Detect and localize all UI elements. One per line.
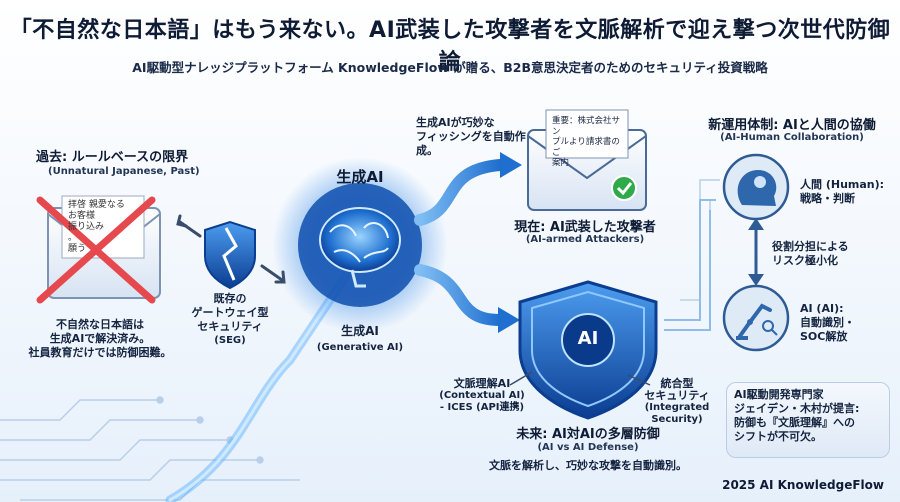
red-cross-icon — [36, 196, 156, 304]
attacker-mail-line: プルより請求書のご — [552, 137, 620, 158]
expert-line: シフトが不可欠。 — [734, 430, 822, 443]
ai-label-line: 自動識別・ — [800, 316, 855, 329]
past-title: 過去: ルールベースの限界 — [36, 150, 189, 165]
vertical-arrow-icon — [748, 218, 764, 286]
past-mail-text: 拝啓 親愛なる お客様 振り込み 。 願う — [68, 200, 142, 255]
attacker-note-line: フィッシングを自動作成。 — [416, 130, 526, 157]
defense-right-line: セキュリティ — [644, 389, 710, 402]
broken-shield-icon — [204, 220, 256, 290]
attacker-note: 生成AIが巧妙な フィッシングを自動作成。 — [416, 116, 546, 158]
seg-label-line: (SEG) — [214, 335, 246, 346]
attacker-mail-line: 重要：株式会社サン — [552, 116, 621, 137]
attacker-mail-line: 案内 — [552, 158, 570, 168]
past-caption-line: 生成AIで解決済み。 — [49, 332, 151, 345]
expert-line: 防御も『文脈理解』への — [734, 416, 855, 429]
ai-label: AI (AI): 自動識別・ SOC解放 — [800, 302, 892, 344]
defense-left-label: 文脈理解AI (Contextual AI) - ICES (API連携) — [432, 378, 532, 414]
defense-shield-icon — [518, 280, 658, 420]
defense-subtitle: (AI vs AI Defense) — [537, 442, 639, 453]
expert-line: ジェイデン・木村が提言: — [734, 402, 860, 415]
past-caption-line: 不自然な日本語は — [56, 318, 144, 331]
collab-flow-lines — [664, 199, 716, 331]
genai-bottom-label: 生成AI — [341, 324, 379, 338]
past-mail-line: 。 — [68, 233, 78, 243]
past-mail-line: お客様 — [68, 211, 96, 221]
division-label: 役割分担による リスク極小化 — [772, 240, 882, 268]
brain-icon — [298, 183, 422, 307]
human-label: 人間 (Human): 戦略・判断 — [800, 178, 896, 206]
page-subtitle: AI駆動型ナレッジプラットフォーム KnowledgeFlow が贈る、B2B意… — [132, 60, 768, 75]
defense-right-line: (Integrated Security) — [644, 402, 710, 425]
expert-line: AI駆動開発専門家 — [734, 388, 824, 401]
collab-title: 新運用体制: AIと人間の協働 — [708, 118, 876, 133]
attacker-mail-text: 重要：株式会社サン プルより請求書のご 案内 — [552, 116, 626, 169]
attacker-envelope-icon — [527, 109, 647, 211]
defense-left-line: - ICES (API連携) — [439, 402, 525, 413]
division-label-line: 役割分担による — [772, 240, 849, 253]
human-label-line: 人間 (Human): — [800, 178, 885, 191]
attacker-title: 現在: AI武装した攻撃者 — [514, 220, 656, 235]
defense-right-line: 統合型 — [660, 377, 694, 390]
genai-top-label: 生成AI — [336, 168, 384, 186]
expert-text: AI駆動開発専門家 ジェイデン・木村が提言: 防御も『文脈理解』への シフトが不… — [734, 388, 886, 444]
defense-left-line: 文脈理解AI — [453, 377, 511, 390]
seg-label-line: ゲートウェイ型 — [191, 306, 269, 319]
division-label-line: リスク極小化 — [772, 254, 838, 267]
attacker-note-line: 生成AIが巧妙な — [416, 116, 495, 129]
ai-label-line: SOC解放 — [800, 330, 848, 343]
robot-arm-icon — [722, 284, 790, 352]
shield-ai-label: AI — [577, 328, 599, 349]
seg-label-line: セキュリティ — [197, 320, 263, 333]
past-caption-line: 社員教育だけでは防御困難。 — [28, 346, 172, 359]
checkmark-icon — [611, 175, 637, 201]
defense-right-label: 統合型 セキュリティ (Integrated Security) — [622, 378, 732, 426]
past-mail-line: 振り込み — [68, 222, 105, 232]
human-head-icon — [722, 153, 790, 221]
defense-title: 未来: AI対AIの多層防御 — [516, 427, 660, 442]
defense-left-line: (Contextual AI) — [439, 390, 525, 401]
defense-caption: 文脈を解析し、巧妙な攻撃を自動識別。 — [489, 459, 687, 472]
ai-label-line: AI (AI): — [800, 302, 844, 315]
attacker-subtitle: (AI-armed Attackers) — [525, 234, 645, 245]
flow-arrows — [414, 152, 522, 333]
past-subtitle: (Unnatural Japanese, Past) — [48, 166, 200, 177]
seg-label-line: 既存の — [213, 292, 247, 305]
shield-connectors — [509, 371, 651, 386]
human-label-line: 戦略・判断 — [800, 192, 855, 205]
past-mail-line: 拝啓 親愛なる — [68, 200, 125, 210]
collab-subtitle: (AI-Human Collaboration) — [720, 132, 864, 143]
past-caption: 不自然な日本語は 生成AIで解決済み。 社員教育だけでは防御困難。 — [10, 318, 190, 360]
footer-credit: 2025 AI KnowledgeFlow — [722, 478, 884, 492]
genai-bottom-sub: (Generative AI) — [316, 342, 404, 353]
expert-panel — [726, 382, 890, 458]
seg-label: 既存の ゲートウェイ型 セキュリティ (SEG) — [180, 292, 280, 348]
past-mail-line: 願う — [68, 244, 87, 254]
page-title: 「不自然な日本語」はもう来ない。AI武装した攻撃者を文脈解析で迎え撃つ次世代防御… — [9, 18, 891, 75]
